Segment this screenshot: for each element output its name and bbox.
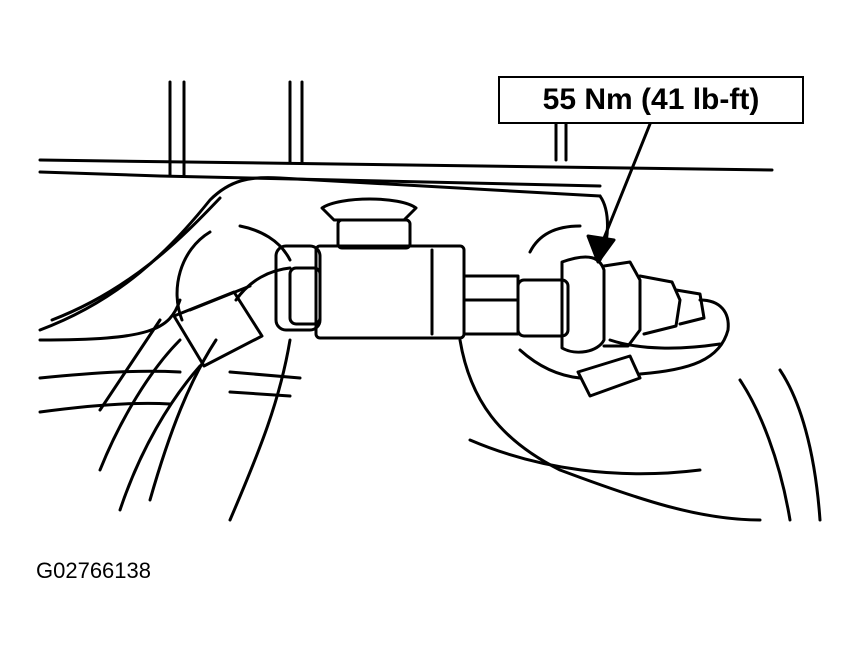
frame-rails [38, 80, 774, 188]
wiring-connector [518, 348, 642, 398]
torque-callout: 55 Nm (41 lb-ft) [498, 76, 804, 124]
callout-leader-arrow [586, 122, 652, 264]
lower-body [38, 338, 822, 522]
housing-outline [38, 176, 609, 342]
pressure-switch [462, 255, 730, 376]
tee-block [274, 197, 466, 340]
torque-spec-label: 55 Nm (41 lb-ft) [542, 83, 760, 116]
left-hose [98, 224, 292, 512]
figure-id-label: G02766138 [36, 558, 151, 583]
